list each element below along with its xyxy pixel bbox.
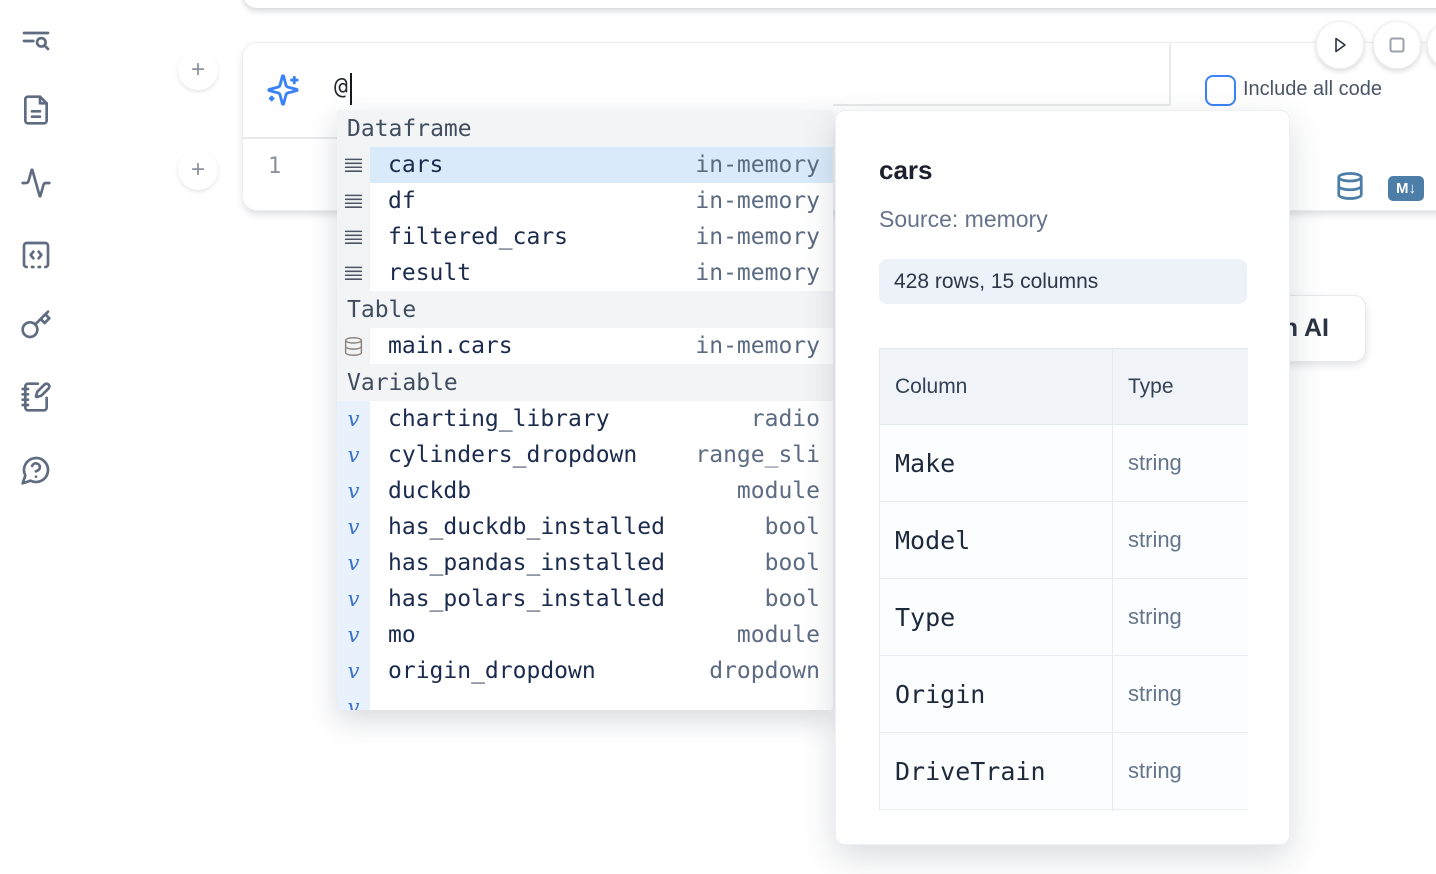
schema-header-row: Column Type — [879, 348, 1248, 425]
table-row: Model string — [879, 501, 1248, 579]
table-row: DriveTrain string — [879, 732, 1248, 810]
prompt-bottom-border — [833, 104, 1170, 106]
include-all-code-checkbox[interactable] — [1205, 75, 1236, 106]
include-all-code-label: Include all code — [1243, 78, 1382, 100]
preview-source: Source: memory — [879, 206, 1048, 232]
preview-title: cars — [879, 155, 933, 185]
table-database-icon — [337, 328, 370, 364]
text-caret — [350, 73, 352, 105]
shape-badge: 428 rows, 15 columns — [879, 259, 1247, 304]
table-row: Make string — [879, 424, 1248, 502]
code-square-icon[interactable] — [20, 239, 52, 271]
autocomplete-item-partial[interactable]: v — [337, 689, 833, 710]
dataframe-icon — [337, 147, 370, 183]
table-row: Type string — [879, 578, 1248, 656]
previous-cell-fragment — [243, 0, 1436, 8]
key-icon[interactable] — [20, 309, 52, 341]
variable-icon: v — [337, 509, 370, 545]
prompt-right-divider — [1169, 44, 1171, 105]
activity-icon[interactable] — [20, 167, 52, 199]
variable-icon: v — [337, 617, 370, 653]
file-text-icon[interactable] — [20, 94, 52, 126]
dataframe-icon — [337, 219, 370, 255]
variable-icon: v — [337, 437, 370, 473]
cell-divider-left — [243, 137, 339, 139]
text-search-icon[interactable] — [20, 25, 52, 57]
stop-button[interactable] — [1373, 21, 1421, 69]
variable-icon: v — [337, 653, 370, 689]
variable-icon: v — [337, 401, 370, 437]
ai-sparkle-icon — [266, 73, 300, 107]
variable-icon: v — [337, 581, 370, 617]
variable-icon: v — [337, 545, 370, 581]
section-header-dataframe: Dataframe — [337, 110, 833, 147]
section-header-variable: Variable — [337, 364, 833, 401]
markdown-icon[interactable]: M↓ — [1388, 176, 1424, 201]
line-number: 1 — [268, 154, 282, 179]
add-cell-above-button[interactable]: + — [178, 50, 218, 90]
sql-database-icon[interactable] — [1335, 171, 1365, 201]
table-row — [879, 809, 1248, 811]
add-cell-below-button[interactable]: + — [178, 150, 218, 190]
dataframe-icon — [337, 183, 370, 219]
notebook-pen-icon[interactable] — [20, 381, 52, 413]
dataframe-icon — [337, 255, 370, 291]
dataframe-preview-panel: cars Source: memory 428 rows, 15 columns… — [835, 110, 1290, 845]
table-row: Origin string — [879, 655, 1248, 733]
help-chat-icon[interactable] — [20, 454, 52, 486]
type-header: Type — [1112, 348, 1248, 425]
variable-icon: v — [337, 473, 370, 509]
variable-icon: v — [337, 689, 370, 710]
ai-prompt-input[interactable]: @ — [334, 74, 348, 100]
run-cell-button[interactable] — [1316, 21, 1364, 69]
column-header: Column — [879, 348, 1113, 425]
schema-table-wrap: Column Type Make string Model string Typ… — [879, 348, 1248, 811]
schema-table: Column Type Make string Model string Typ… — [879, 348, 1248, 811]
section-header-table: Table — [337, 291, 833, 328]
